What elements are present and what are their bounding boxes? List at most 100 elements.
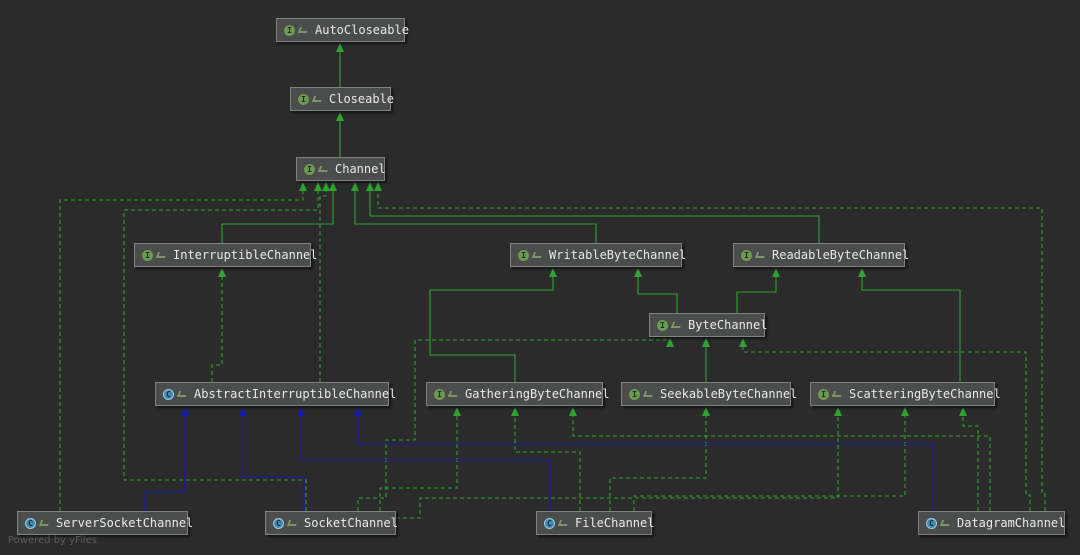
node-autocloseable[interactable]: I AutoCloseable [276,18,409,42]
node-label: SeekableByteChannel [660,387,798,401]
public-visibility-icon [317,166,330,172]
interface-icon: I [298,93,309,105]
node-label: GatheringByteChannel [465,387,610,401]
arrowhead [374,182,382,191]
arrowhead [901,407,909,416]
arrowhead [858,268,866,277]
arrowhead [702,407,710,416]
interface-icon: I [741,249,752,261]
public-visibility-icon [176,391,189,397]
public-visibility-icon [155,252,168,258]
arrowhead [239,407,247,416]
public-visibility-icon [670,322,683,328]
implements-edge-11 [319,182,327,382]
interface-icon: I [629,388,640,400]
node-seekablebytechannel[interactable]: I SeekableByteChannel [621,382,797,406]
public-visibility-icon [531,252,544,258]
implements-edge-16 [379,407,458,511]
watermark: Powered by yFiles [8,535,97,546]
node-interruptiblechannel[interactable]: I InterruptibleChannel [134,243,318,267]
extends-edge-4 [369,182,820,243]
node-label: ServerSocketChannel [56,516,194,530]
extends-edge-6 [736,268,777,313]
abstract-class-icon: C [25,517,36,529]
public-visibility-icon [831,391,844,397]
implements-edge-18 [514,407,581,511]
arrowhead [322,182,330,191]
node-label: AbstractInterruptibleChannel [194,387,397,401]
extends-edge-2 [221,182,334,243]
public-visibility-icon [447,391,460,397]
arrowhead [666,338,674,347]
arrowhead [354,407,362,416]
implements-edge-10 [211,268,223,382]
arrowhead [772,268,780,277]
node-socketchannel[interactable]: C SocketChannel [265,511,398,535]
node-label: ByteChannel [688,318,768,332]
public-visibility-icon [642,391,655,397]
abstract-class-icon: C [926,517,937,529]
implements-edge-21 [742,338,1031,511]
extends-edge-5 [637,268,678,313]
arrowhead [549,268,557,277]
node-label: ReadableByteChannel [772,248,910,262]
abstract-class-icon: C [163,388,174,400]
interface-icon: I [284,24,295,36]
implements-edge-17 [396,407,839,519]
node-abstractinterruptiblechannel[interactable]: C AbstractInterruptibleChannel [155,382,396,406]
arrowhead [366,182,374,191]
abstract-class-icon: C [544,517,555,529]
implements-edge-13 [123,182,319,511]
public-visibility-icon [311,96,324,102]
arrowhead [453,407,461,416]
public-visibility-icon [557,520,570,526]
arrowhead [834,407,842,416]
abstract-class-icon: C [273,517,284,529]
node-label: ScatteringByteChannel [849,387,1001,401]
arrowhead [351,182,359,191]
implements-edge-19 [609,407,707,511]
node-label: AutoCloseable [315,23,409,37]
node-gatheringbytechannel[interactable]: I GatheringByteChannel [426,382,610,406]
extends-edge-3 [354,182,597,243]
node-label: SocketChannel [304,516,398,530]
node-label: InterruptibleChannel [173,248,318,262]
public-visibility-icon [939,520,952,526]
implements-edge-12 [59,182,304,511]
extends-edge-8 [861,268,961,382]
arrowhead [569,407,577,416]
arrowhead [959,407,967,416]
implements-edge-15 [357,338,671,511]
public-visibility-icon [297,27,310,33]
arrowhead [634,268,642,277]
arrowhead [297,407,305,416]
extends-edge-24 [144,407,186,511]
interface-icon: I [518,249,529,261]
node-readablebytechannel[interactable]: I ReadableByteChannel [733,243,909,267]
implements-edge-20 [633,407,906,511]
implements-edge-14 [377,182,1046,511]
node-serversocketchannel[interactable]: C ServerSocketChannel [17,511,193,535]
extends-edge-25 [242,407,305,511]
interface-icon: I [142,249,153,261]
node-label: WritableByteChannel [549,248,687,262]
arrowhead [218,268,226,277]
public-visibility-icon [38,520,51,526]
public-visibility-icon [754,252,767,258]
implements-edge-22 [572,407,991,511]
node-label: Channel [335,162,386,176]
node-writablebytechannel[interactable]: I WritableByteChannel [510,243,686,267]
arrowhead [336,43,344,52]
arrowhead [702,338,710,347]
interface-icon: I [434,388,445,400]
arrowhead [336,112,344,121]
arrowhead [181,407,189,416]
arrowhead [314,182,322,191]
